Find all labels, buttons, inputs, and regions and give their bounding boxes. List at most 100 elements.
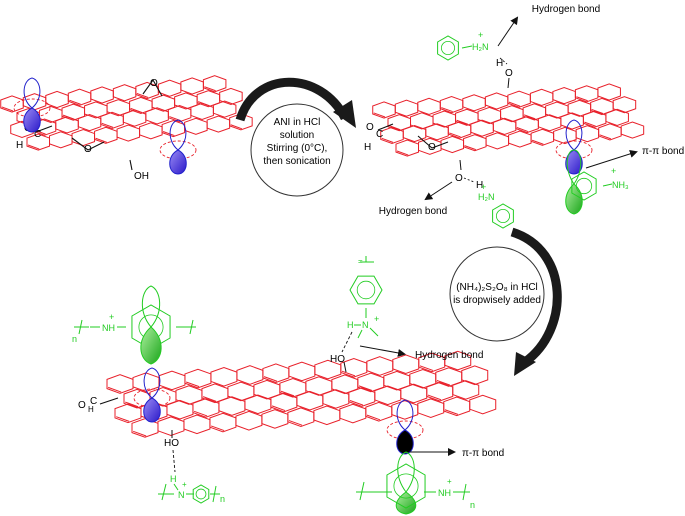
double-bond — [263, 376, 278, 382]
anilinium-sheet3: = N + H — [347, 256, 383, 339]
hexagon-ring — [597, 83, 621, 101]
hexagon-ring — [552, 87, 576, 105]
double-bond — [396, 150, 409, 156]
hexagon-ring — [157, 416, 185, 436]
pani-bottom-n: N — [178, 490, 185, 500]
hexagon-ring — [348, 387, 376, 407]
hexagon-ring — [192, 398, 220, 418]
double-bond — [108, 386, 122, 393]
hexagon-ring — [463, 134, 487, 152]
step2-line-2: is dropwisely added — [453, 295, 541, 306]
hexagon-ring — [530, 128, 555, 146]
anilinium-bottom-h2n: H₂N — [478, 192, 495, 202]
hexagon-ring — [167, 105, 192, 123]
hexagon-ring — [492, 117, 517, 135]
hexagon-ring — [90, 86, 114, 104]
reaction-arrow-1 — [235, 77, 349, 122]
double-bond — [125, 401, 139, 408]
sheet1-epoxide-lower — [71, 137, 105, 151]
hexagon-ring — [470, 119, 494, 137]
hexagon-ring — [236, 365, 264, 385]
hexagon-ring — [452, 380, 480, 400]
sheet1-epoxide-lower-o: O — [84, 144, 92, 155]
double-bond — [69, 99, 81, 105]
anilinium-sheet3-h: H — [347, 320, 354, 330]
double-bond — [419, 365, 434, 371]
sheet3-carboxyl-h: H — [88, 405, 94, 414]
hexagon-ring — [122, 109, 147, 127]
hexagon-ring — [444, 350, 472, 371]
polyaniline-chain-bottom: H N + n — [158, 474, 225, 504]
pi-orbital-green-icon — [395, 451, 417, 515]
equals-sign: = — [358, 257, 363, 266]
hexagon-ring — [219, 87, 243, 106]
double-bond — [584, 121, 596, 127]
hexagon-ring — [261, 409, 289, 429]
hexagon-ring — [440, 135, 465, 154]
double-bond — [366, 414, 381, 421]
pani-bottom-h: H — [170, 474, 177, 484]
sheet1-epoxide-o: O — [150, 78, 158, 89]
sheet2-carboxyl-h: H — [364, 142, 371, 153]
hexagon-ring — [77, 114, 102, 132]
hexagon-ring — [209, 412, 237, 433]
hexagon-ring — [574, 85, 599, 103]
hexagon-ring — [372, 101, 396, 119]
step1-line-4: then sonication — [263, 156, 330, 167]
hexagon-ring — [313, 405, 341, 426]
hexagon-ring — [262, 363, 290, 384]
hexagon-ring — [235, 410, 263, 431]
pi-orbital-icon — [159, 119, 197, 175]
anilinium-sheet3-n: N — [362, 320, 369, 330]
hexagon-ring — [190, 102, 214, 120]
double-bond — [185, 381, 200, 388]
reaction-arrow-2-head — [514, 352, 536, 376]
polyaniline-chain-right: NH + n — [356, 477, 475, 510]
double-bond — [381, 137, 394, 143]
hexagon-ring — [537, 114, 562, 132]
hexagon-ring — [184, 368, 212, 389]
double-bond — [1, 106, 14, 112]
hexagon-ring — [229, 113, 253, 131]
step1-line-3: Stirring (0°C), — [267, 143, 328, 154]
graphene-oxide-sheet — [0, 75, 253, 151]
hexagon-ring — [374, 385, 402, 406]
step1-condition-circle — [250, 103, 344, 197]
double-bond — [449, 132, 461, 138]
hexagon-ring — [287, 407, 315, 427]
hexagon-ring — [366, 356, 394, 376]
hexagon-ring — [461, 365, 489, 386]
double-bond — [271, 405, 286, 412]
hexagon-ring — [417, 97, 441, 115]
sheet1-hydroxyl-bond — [129, 159, 133, 171]
double-bond — [358, 385, 373, 391]
hexagon-ring — [67, 88, 92, 106]
pi-orbital-icon — [555, 119, 593, 175]
benzene-ring-icon — [386, 463, 426, 509]
hexagon-ring — [439, 96, 464, 114]
hydrogen-bond-arrow-top — [497, 16, 519, 47]
hexagon-ring — [296, 390, 324, 411]
hexagon-ring — [45, 90, 69, 109]
double-bond — [373, 112, 386, 118]
double-bond — [193, 410, 208, 417]
hexagon-ring — [508, 130, 532, 148]
hexagon-ring — [529, 88, 554, 106]
hexagon-ring — [218, 396, 246, 416]
double-bond — [516, 127, 529, 133]
anilinium-bottom-charge: + — [481, 182, 486, 192]
hexagon-ring — [417, 398, 445, 418]
hexagon-ring — [605, 108, 629, 126]
pani-right-charge: + — [447, 477, 452, 486]
double-bond — [444, 409, 459, 415]
hexagon-ring — [469, 394, 497, 415]
hexagon-ring — [365, 401, 393, 422]
sheet2-carboxyl-c: C — [376, 129, 383, 140]
sheet2-epoxide — [417, 135, 449, 149]
hexagon-ring — [184, 117, 208, 135]
pi-orbital-green-icon — [140, 285, 162, 365]
hexagon-ring — [244, 394, 272, 415]
sheet2-lower-o: O — [455, 173, 463, 184]
anilinium-pi-charge: + — [611, 166, 616, 176]
